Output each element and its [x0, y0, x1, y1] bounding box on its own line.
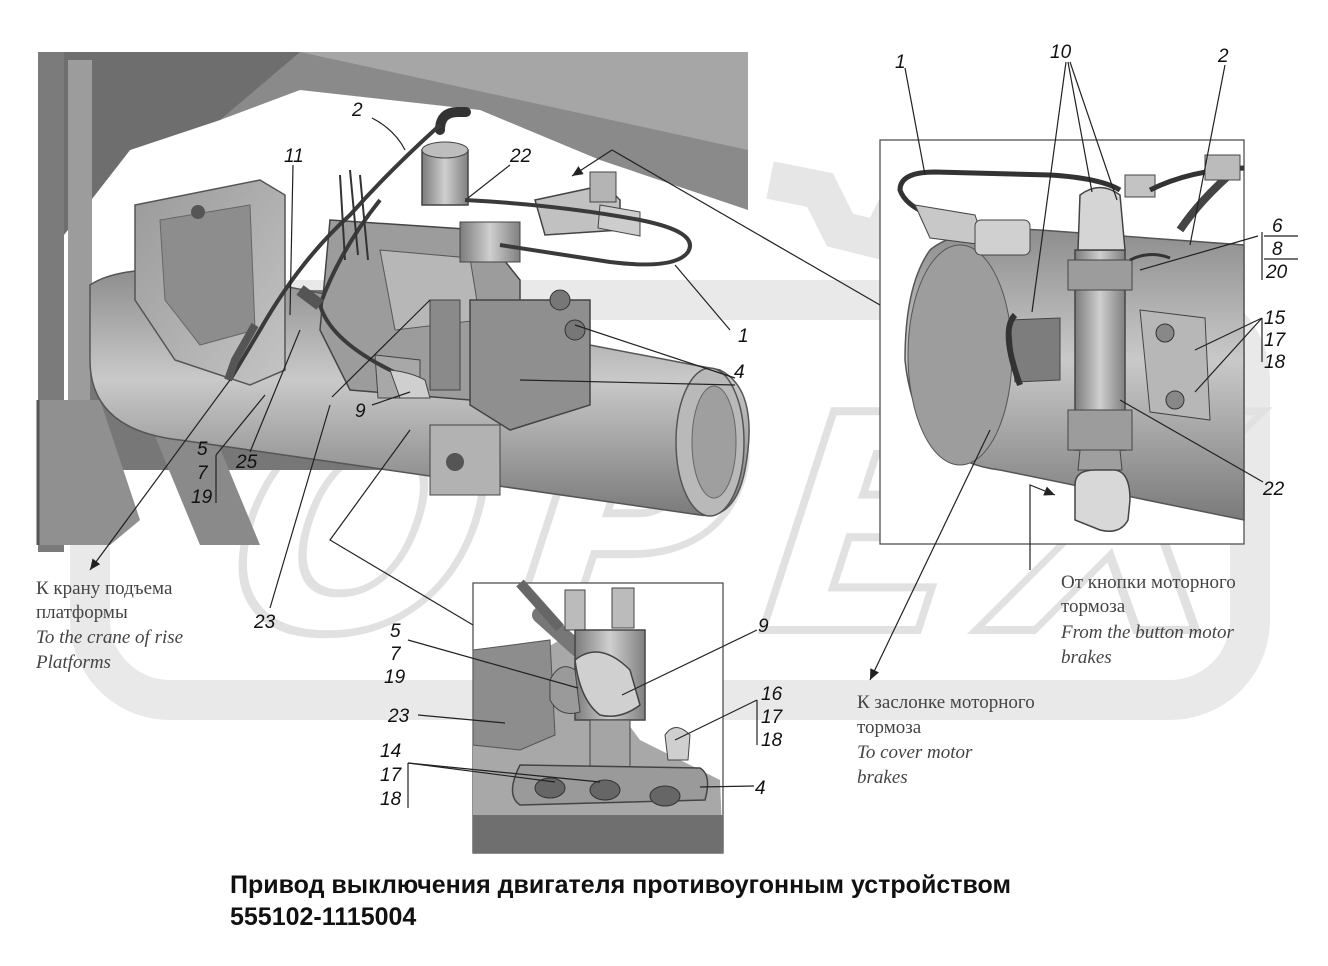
note-platform-crane-en-1: To the crane of rise [36, 627, 183, 648]
note-button-motor-brake-ru-1: От кнопки моторного [1061, 572, 1236, 593]
callout-b-5: 5 [390, 621, 401, 642]
callout-tr-18: 18 [1264, 352, 1286, 373]
note-platform-crane-en-2: Platforms [35, 652, 111, 673]
callout-b-23: 23 [387, 706, 410, 727]
main-view [36, 52, 750, 552]
callout-main-25: 25 [235, 452, 258, 473]
detail-bottom [472, 579, 724, 854]
callout-b-14: 14 [380, 741, 401, 762]
note-button-motor-brake-ru-2: тормоза [1061, 596, 1126, 617]
note-cover-motor-brake-ru-2: тормоза [857, 717, 922, 738]
callout-main-1: 1 [738, 326, 749, 347]
diagram-part-number: 555102-1115004 [230, 903, 417, 931]
callout-tr-20: 20 [1265, 262, 1288, 283]
callout-b-18: 18 [761, 730, 783, 751]
callout-b-17: 17 [761, 707, 784, 728]
note-cover-motor-brake-en-2: brakes [857, 767, 908, 788]
note-button-motor-brake-en-2: brakes [1061, 647, 1112, 668]
callout-b-16: 16 [761, 684, 783, 705]
callout-main-2: 2 [351, 100, 363, 121]
callout-tr-17: 17 [1264, 330, 1287, 351]
note-cover-motor-brake-ru-1: К заслонке моторного [857, 692, 1035, 713]
callouts-main-view: 2 22 11 1 4 9 5 7 19 25 23 [191, 100, 749, 633]
leader-lines [89, 61, 1264, 808]
callouts-detail-top-right: 1 10 2 6 8 20 15 17 18 22 [895, 42, 1298, 500]
callout-tr-1: 1 [895, 52, 906, 73]
note-cover-motor-brake: К заслонке моторного тормоза To cover mo… [857, 692, 1035, 788]
note-platform-crane-ru-2: платформы [36, 602, 128, 623]
callout-main-19: 19 [191, 487, 213, 508]
callout-tr-8: 8 [1272, 239, 1283, 260]
callout-tr-2: 2 [1217, 46, 1229, 67]
callout-main-7: 7 [197, 463, 209, 484]
callout-main-22: 22 [509, 146, 532, 167]
callout-main-9: 9 [355, 401, 366, 422]
callout-b-4: 4 [755, 778, 766, 799]
note-button-motor-brake: От кнопки моторного тормоза From the but… [1060, 572, 1236, 668]
callout-tr-15: 15 [1264, 308, 1286, 329]
callout-b-9: 9 [758, 616, 769, 637]
note-button-motor-brake-en-1: From the button motor [1060, 622, 1235, 643]
diagram-title: Привод выключения двигателя противоугонн… [230, 871, 1011, 899]
callout-main-4: 4 [734, 362, 745, 383]
callout-main-23: 23 [253, 612, 276, 633]
callout-b-7: 7 [390, 644, 402, 665]
note-cover-motor-brake-en-1: To cover motor [857, 742, 973, 763]
callout-main-11: 11 [284, 146, 304, 167]
note-platform-crane-ru-1: К крану подъема [36, 578, 173, 599]
callout-tr-6: 6 [1272, 216, 1283, 237]
callout-tr-22: 22 [1262, 479, 1285, 500]
callouts-detail-bottom: 9 5 7 19 23 16 17 18 14 17 18 4 [380, 616, 784, 810]
callout-tr-10: 10 [1050, 42, 1072, 63]
callout-main-5: 5 [197, 439, 208, 460]
callout-b-18b: 18 [380, 789, 402, 810]
callout-b-17b: 17 [380, 765, 403, 786]
callout-b-19: 19 [384, 667, 406, 688]
detail-top-right [879, 139, 1245, 545]
note-platform-crane: К крану подъема платформы To the crane o… [35, 578, 183, 673]
